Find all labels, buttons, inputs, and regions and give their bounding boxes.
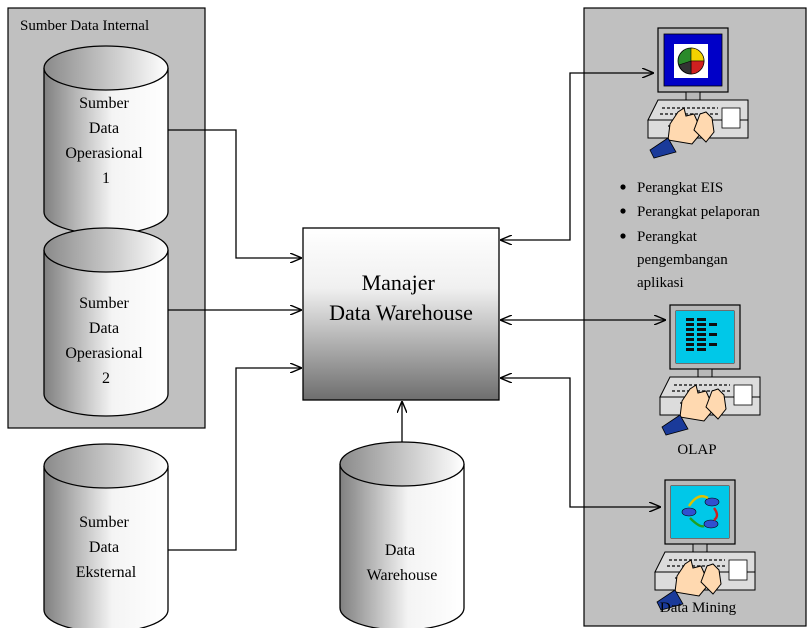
data-mining-label: Data Mining [660, 600, 737, 616]
bullet-dot-3 [620, 233, 626, 239]
db1-line-3: Operasional [65, 145, 143, 162]
bullet-item-appdev-line-3: aplikasi [637, 275, 684, 291]
data-warehouse-cylinder: Data Warehouse [339, 441, 465, 628]
external-line-2: Data [89, 539, 119, 556]
bullet-item-appdev-line-2: pengembangan [637, 252, 728, 268]
db2-line-4: 2 [102, 370, 110, 387]
manager-line-1: Manajer [362, 270, 436, 295]
db2-line-3: Operasional [65, 345, 143, 362]
svg-text:Data Warehouse: Data Warehouse [367, 542, 438, 584]
manager-box: Manajer Data Warehouse [302, 227, 500, 401]
external-line-3: Eksternal [76, 564, 137, 581]
warehouse-line-1: Data [385, 542, 415, 559]
bullet-item-eis: Perangkat EIS [637, 180, 723, 196]
bullet-dot-1 [620, 184, 626, 190]
arrow-op1-to-manager [168, 129, 301, 258]
db1-line-1: Sumber [79, 95, 129, 112]
svg-text:Manajer Data Warehouse: Manajer Data Warehouse [329, 270, 473, 325]
db1-line-2: Data [89, 120, 119, 137]
db2-line-2: Data [89, 320, 119, 337]
warehouse-line-2: Warehouse [367, 567, 438, 584]
operational-db-2-cylinder: Sumber Data Operasional 2 [43, 227, 169, 417]
bullet-item-reporting: Perangkat pelaporan [637, 204, 760, 220]
tools-bullet-list: Perangkat EIS Perangkat pelaporan Perang… [620, 180, 760, 291]
db1-line-4: 1 [102, 170, 110, 187]
bullet-item-appdev: Perangkat pengembangan aplikasi [637, 229, 732, 291]
bullet-dot-2 [620, 208, 626, 214]
svg-text:Sumber Data Operas: Sumber Data Operasional 2 [65, 295, 146, 387]
operational-db-1-cylinder: Sumber Data Operasional 1 [43, 45, 169, 235]
arrow-external-to-manager [168, 368, 301, 551]
arrow-manager-eis [501, 73, 653, 240]
eis-workstation-icon [647, 27, 749, 159]
db2-line-1: Sumber [79, 295, 129, 312]
external-line-1: Sumber [79, 514, 129, 531]
bullet-item-appdev-line-1: Perangkat [637, 229, 698, 245]
olap-label: OLAP [677, 442, 716, 458]
data-mining-workstation-icon [654, 479, 756, 611]
svg-text:Sumber Data Operas: Sumber Data Operasional 1 [65, 95, 146, 187]
olap-workstation-icon [659, 304, 761, 436]
svg-text:Sumber Data Ekster: Sumber Data Eksternal [76, 514, 137, 581]
internal-sources-title: Sumber Data Internal [20, 18, 149, 34]
arrow-manager-mining [501, 378, 660, 507]
external-db-cylinder: Sumber Data Eksternal [43, 443, 169, 628]
manager-line-2: Data Warehouse [329, 300, 473, 325]
